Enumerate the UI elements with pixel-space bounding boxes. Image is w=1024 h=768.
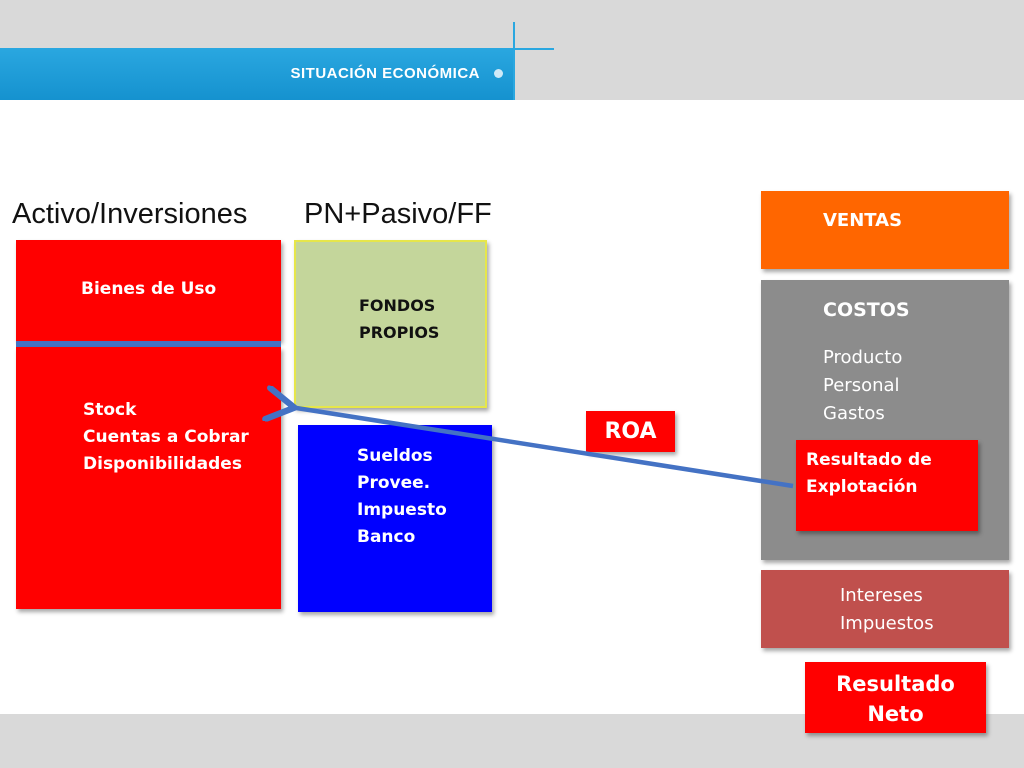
label-disponibilidades: Disponibilidades xyxy=(83,454,242,474)
label-banco: Banco xyxy=(357,527,416,547)
header-divider-vertical xyxy=(513,22,515,100)
label-costos: COSTOS xyxy=(823,299,910,321)
label-gastos: Gastos xyxy=(823,403,885,424)
box-resultado-explotacion: Resultado de Explotación xyxy=(796,440,978,531)
label-explotacion: Explotación xyxy=(806,477,918,497)
box-intereses: Intereses Impuestos xyxy=(761,570,1009,648)
header-divider-horizontal xyxy=(514,48,554,50)
label-impuesto: Impuesto xyxy=(357,500,447,520)
label-cuentas-a-cobrar: Cuentas a Cobrar xyxy=(83,427,249,447)
header-title: SITUACIÓN ECONÓMICA xyxy=(290,65,480,82)
roa-badge: ROA xyxy=(586,411,675,452)
label-fondos: FONDOS xyxy=(359,296,436,315)
label-producto: Producto xyxy=(823,347,903,368)
box-ventas: VENTAS xyxy=(761,191,1009,269)
label-provee: Provee. xyxy=(357,473,431,493)
activo-separator xyxy=(16,341,281,347)
label-personal: Personal xyxy=(823,375,900,396)
label-bienes-de-uso: Bienes de Uso xyxy=(81,279,217,299)
box-bienes-de-uso: Bienes de Uso xyxy=(16,240,281,341)
label-intereses: Intereses xyxy=(840,585,923,606)
box-pasivo: Sueldos Provee. Impuesto Banco xyxy=(298,425,492,612)
heading-activo: Activo/Inversiones xyxy=(12,198,248,230)
header-band: SITUACIÓN ECONÓMICA xyxy=(0,48,514,100)
label-sueldos: Sueldos xyxy=(357,446,433,466)
label-propios: PROPIOS xyxy=(359,323,440,342)
label-resultado: Resultado xyxy=(836,672,955,696)
bullet-dot-icon xyxy=(494,69,503,78)
box-fondos-propios: FONDOS PROPIOS xyxy=(294,240,487,408)
heading-pn-pasivo: PN+Pasivo/FF xyxy=(304,198,492,230)
box-resultado-neto: Resultado Neto xyxy=(805,662,986,733)
label-ventas: VENTAS xyxy=(823,210,903,231)
label-neto: Neto xyxy=(867,702,924,726)
label-stock: Stock xyxy=(83,400,137,420)
label-resultado-de: Resultado de xyxy=(806,450,932,470)
box-activo-corriente: Stock Cuentas a Cobrar Disponibilidades xyxy=(16,347,281,609)
label-impuestos: Impuestos xyxy=(840,613,934,634)
